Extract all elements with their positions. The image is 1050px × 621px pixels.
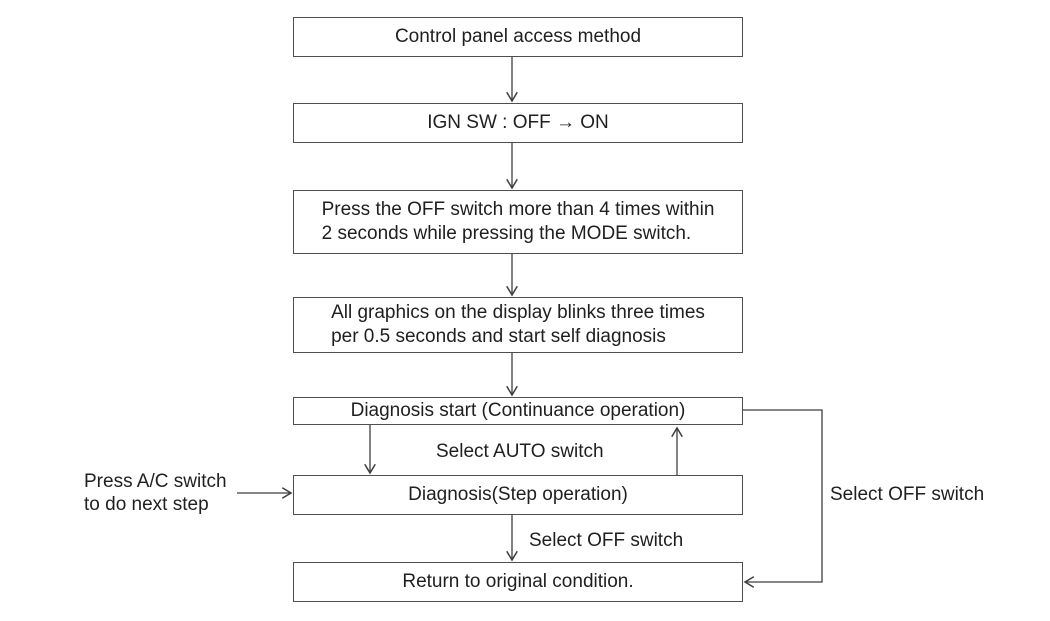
node-control-panel-access-method: Control panel access method [293, 17, 743, 57]
node-diagnosis-step-operation: Diagnosis(Step operation) [293, 475, 743, 515]
edge-label-select-off-switch-loop: Select OFF switch [830, 484, 985, 505]
edge-label-select-off-switch-step: Select OFF switch [529, 530, 684, 551]
node-label: IGN SW : OFF → ON [427, 112, 609, 133]
arrow-loop-box5-to-box7-select-off [743, 409, 823, 588]
node-return-to-original-condition: Return to original condition. [293, 562, 743, 602]
edge-label-select-auto-switch: Select AUTO switch [436, 441, 604, 462]
node-label: Control panel access method [394, 26, 642, 47]
node-ign-sw-off-on: IGN SW : OFF → ON [293, 103, 743, 143]
node-press-off-switch: Press the OFF switch more than 4 times w… [293, 190, 743, 254]
node-label: Diagnosis start (Continuance operation) [350, 400, 686, 421]
node-graphics-blink-self-diagnosis: All graphics on the display blinks three… [293, 297, 743, 353]
node-label: Press the OFF switch more than 4 times w… [321, 199, 715, 244]
node-label: Return to original condition. [402, 571, 634, 592]
edge-label-press-ac-switch: Press A/C switch to do next step [84, 471, 227, 515]
node-diagnosis-start-continuance: Diagnosis start (Continuance operation) [293, 397, 743, 425]
node-label: Diagnosis(Step operation) [408, 484, 628, 505]
node-label: All graphics on the display blinks three… [331, 302, 705, 347]
